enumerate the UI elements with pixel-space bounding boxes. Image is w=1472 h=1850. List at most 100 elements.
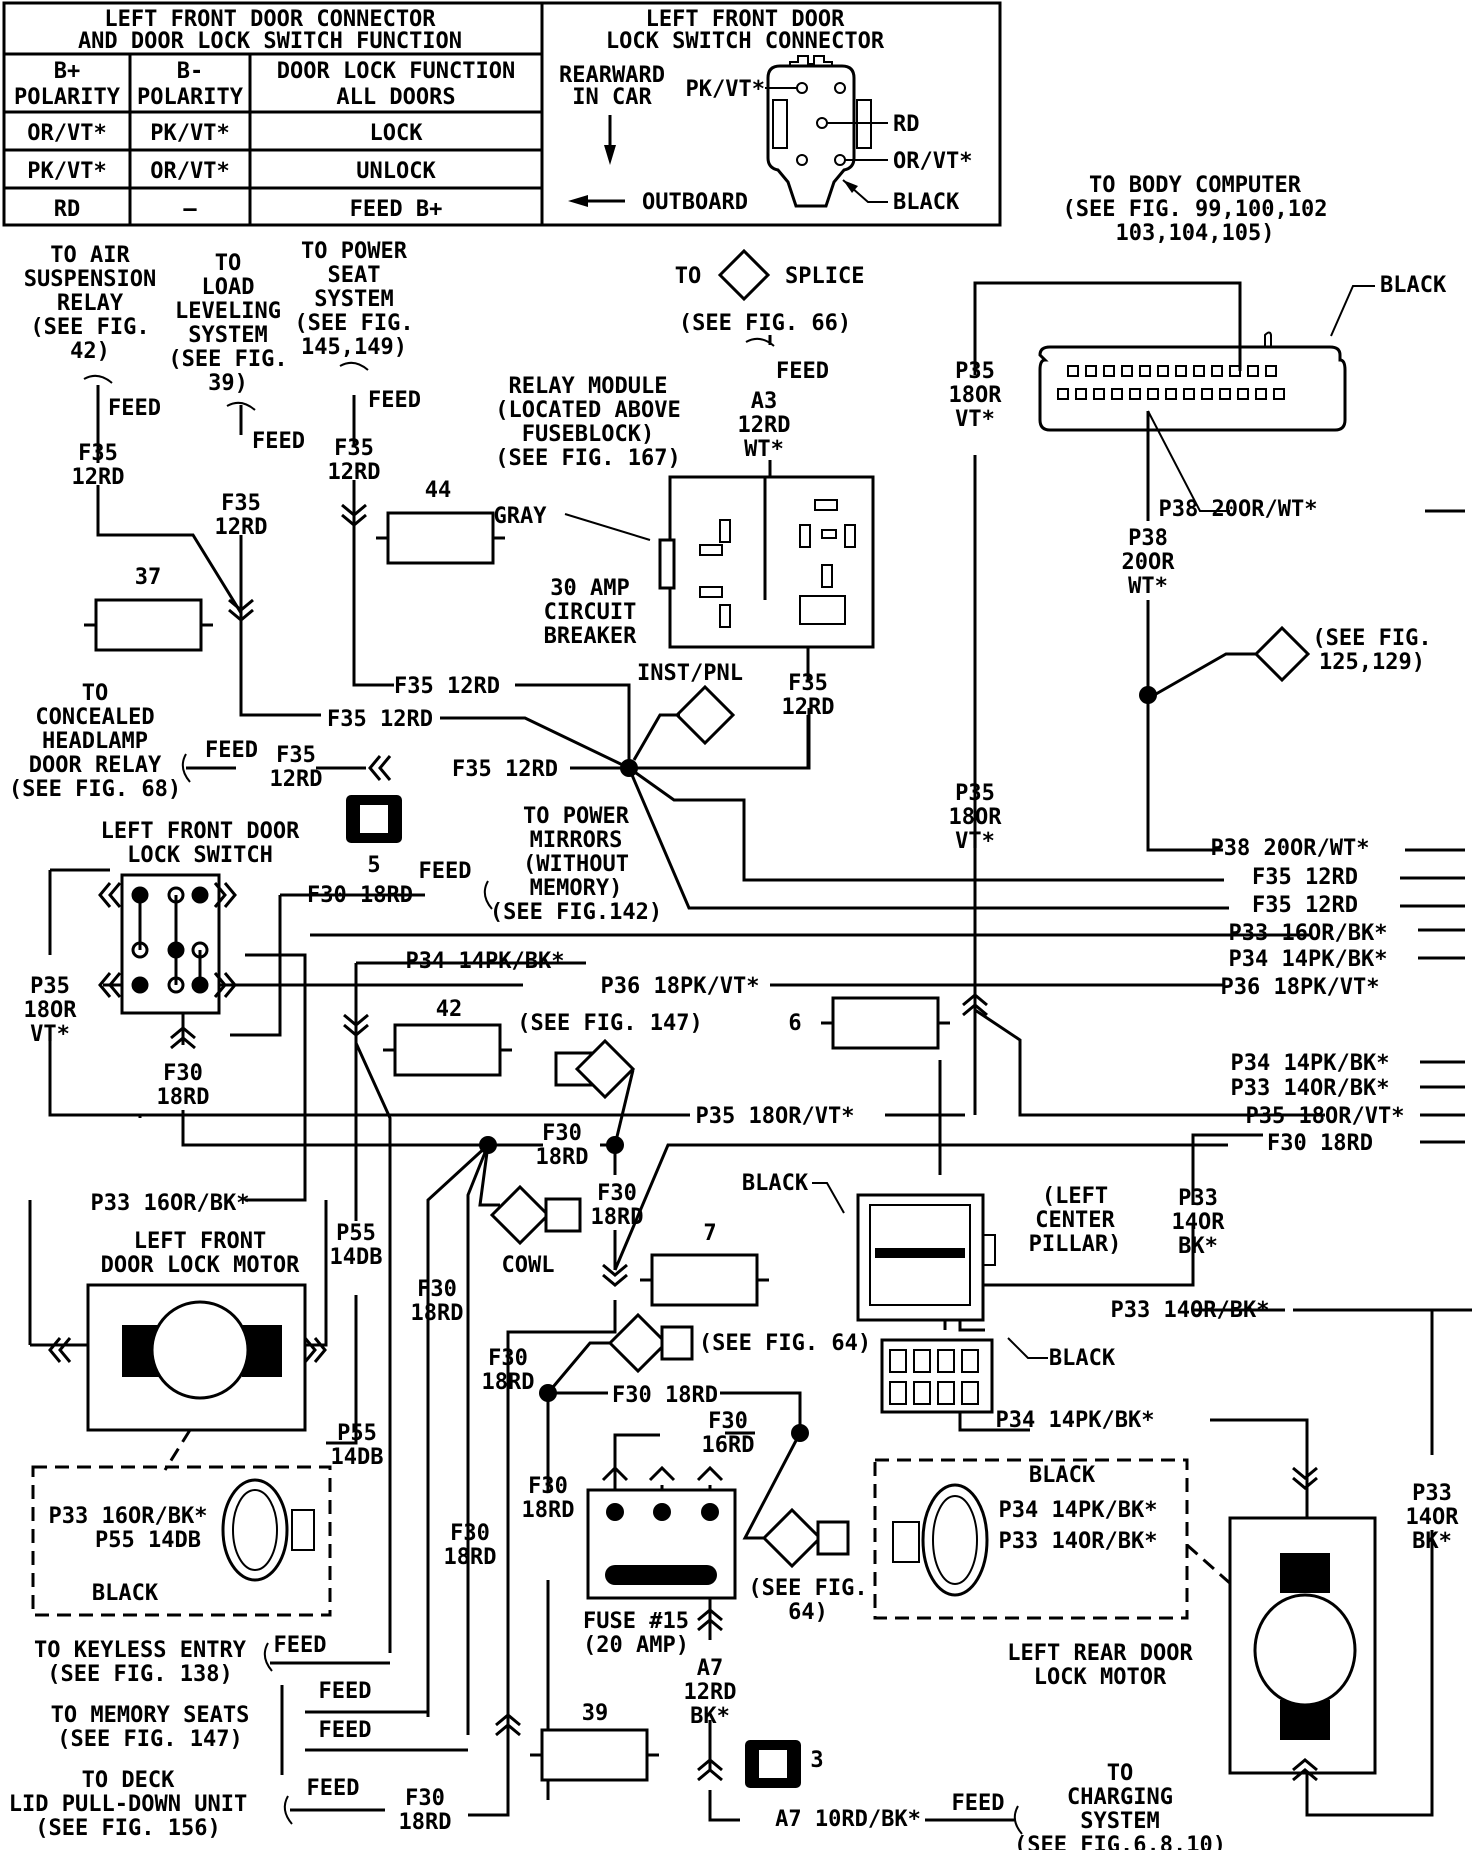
wire-label: P36 18PK/VT*	[1221, 975, 1380, 1000]
connector-pin	[1147, 388, 1159, 400]
splice-diamond	[674, 684, 736, 746]
wire-label: F30	[405, 1786, 445, 1811]
load-leveling-label: 39)	[208, 371, 248, 396]
p33-wire-label: P33	[1412, 1481, 1452, 1506]
motor-armature-icon	[150, 1300, 250, 1400]
motor-brush	[1280, 1700, 1330, 1740]
inline-connector-icon	[495, 1713, 521, 1737]
lf-motor-connector-callout	[31, 1465, 332, 1617]
power-mirrors-label: MEMORY)	[530, 876, 623, 901]
feed-label: FEED	[952, 1791, 1005, 1816]
fuse-label: (20 AMP)	[583, 1633, 689, 1658]
connector-pin	[1183, 388, 1195, 400]
inline-connector-icon	[170, 1026, 196, 1050]
wire-label: P33 14OR/BK*	[999, 1529, 1158, 1554]
relay-terminal	[821, 529, 837, 539]
black-pointer-icon	[812, 1182, 845, 1214]
wire-label: 18RD	[411, 1301, 464, 1326]
wire-label: F35 12RD	[1252, 893, 1358, 918]
concealed-headlamp-label: (SEE FIG. 68)	[9, 777, 181, 802]
pin-label-or-vt: OR/VT*	[893, 149, 972, 174]
wire-label: 12RD	[328, 460, 381, 485]
rearward-label: REARWARD	[559, 63, 665, 88]
pillar-connector-latch	[982, 1234, 996, 1266]
pillar-connector-bar	[875, 1248, 965, 1258]
inline-connector-icon	[228, 598, 254, 622]
black-label: BLACK	[742, 1171, 809, 1196]
lt-inst-panel-connector	[383, 1023, 512, 1077]
inline-connector-icon	[697, 1758, 723, 1782]
see-fig-label: (SEE FIG.	[748, 1576, 867, 1601]
connector-number: 42	[436, 997, 463, 1022]
splice-tag-box	[816, 1520, 850, 1556]
wire-label: P34 14PK/BK*	[1231, 1051, 1390, 1076]
connector-number: 7	[703, 1221, 716, 1246]
relay-module-label: RELAY MODULE	[509, 374, 668, 399]
outboard-label: OUTBOARD	[642, 190, 748, 215]
symbols-layer	[31, 248, 1465, 1835]
left-center-pillar-label: PILLAR)	[1029, 1232, 1122, 1257]
connector-cavity	[913, 1381, 931, 1405]
splice-diamond	[761, 1507, 823, 1569]
splice-diamond	[489, 1184, 551, 1246]
wire-label: 14DB	[330, 1245, 383, 1270]
black-label: BLACK	[92, 1581, 159, 1606]
ground-number: 5	[367, 853, 380, 878]
splice-dot	[701, 1503, 719, 1521]
wire-label: P38 20OR/WT*	[1211, 836, 1370, 861]
p35-wire-label: 18OR	[949, 383, 1003, 408]
table-cell: UNLOCK	[356, 159, 436, 184]
wire-label: P33 16OR/BK*	[91, 1191, 250, 1216]
connector-pin	[1129, 388, 1141, 400]
black-label: BLACK	[1049, 1346, 1116, 1371]
wire-label: F30	[542, 1121, 582, 1146]
p33-wire-label: BK*	[1178, 1234, 1218, 1259]
inline-connector-icon	[601, 1465, 629, 1482]
relay-terminal	[821, 564, 833, 588]
wire-label: F30	[597, 1181, 637, 1206]
connector-cavity	[937, 1349, 955, 1373]
p33-wire-label: P33	[1178, 1186, 1218, 1211]
inline-connector-icon	[341, 503, 367, 527]
feed-terminal-icon	[745, 337, 775, 347]
air-suspension-label: TO AIR	[50, 243, 130, 268]
wire-label: 18RD	[536, 1145, 589, 1170]
left-center-pillar-label: CENTER	[1035, 1208, 1115, 1233]
wire-label: P55 14DB	[95, 1528, 201, 1553]
wire-label: F35 12RD	[1252, 865, 1358, 890]
splice-dot	[1139, 686, 1157, 704]
air-suspension-label: SUSPENSION	[24, 267, 156, 292]
wire-label: P33 14OR/BK*	[1231, 1076, 1390, 1101]
splice-dot	[606, 1503, 624, 1521]
lr-motor-label: LOCK MOTOR	[1034, 1665, 1167, 1690]
wire-label: 12RD	[270, 767, 323, 792]
wire-label: 12RD	[72, 465, 125, 490]
charging-system-label: CHARGING	[1067, 1785, 1173, 1810]
feed-terminal-icon	[283, 1795, 293, 1825]
power-mirrors-label: (WITHOUT	[523, 852, 629, 877]
connector-pin	[1255, 388, 1267, 400]
fuse-bus-bar	[605, 1565, 717, 1585]
connector-pin	[1175, 365, 1187, 377]
wire-label: 18RD	[522, 1498, 575, 1523]
inline-connector-icon	[648, 1465, 676, 1482]
breaker-terminal	[799, 595, 846, 625]
load-leveling-label: LEVELING	[175, 299, 281, 324]
wire-label: F35 12RD	[327, 707, 433, 732]
wire-label: 14DB	[331, 1445, 384, 1470]
p35-wire-label: 18OR	[949, 805, 1003, 830]
lt-inst-panel-connector	[376, 511, 505, 565]
table-cell: PK/VT*	[27, 159, 106, 184]
air-suspension-label: RELAY	[57, 291, 124, 316]
lt-inst-panel-box	[650, 1253, 759, 1307]
arrow-left-icon	[568, 195, 625, 207]
lt-inst-panel-connector	[640, 1253, 769, 1307]
relay-terminal	[844, 524, 856, 548]
wire-label: F35	[78, 441, 118, 466]
a3-wire-label: 12RD	[738, 413, 791, 438]
connector-pin	[1193, 365, 1205, 377]
wire-label: P35 18OR/VT*	[1246, 1104, 1405, 1129]
connector-pin	[1057, 388, 1069, 400]
wire-label: P34 14PK/BK*	[406, 949, 565, 974]
body-computer-label: 103,104,105)	[1116, 221, 1275, 246]
